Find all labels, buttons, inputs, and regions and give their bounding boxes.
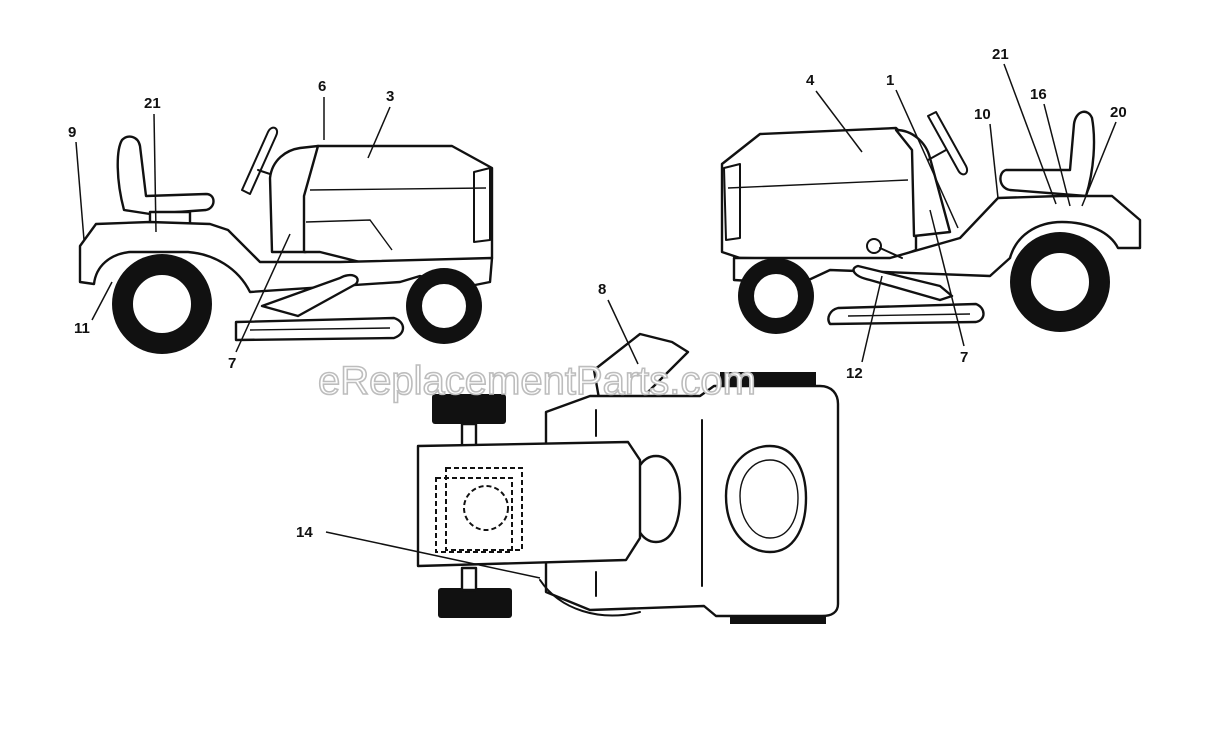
callout-14: 14 xyxy=(296,524,313,541)
front-wheel-top-a xyxy=(432,394,506,424)
callout-6: 6 xyxy=(318,78,326,95)
callout-4: 4 xyxy=(806,72,815,89)
hood-left xyxy=(302,144,494,264)
callout-16: 16 xyxy=(1030,86,1047,103)
callouts-right: 4 1 21 16 10 20 12 7 xyxy=(806,46,1127,382)
axle-top-a xyxy=(460,422,478,448)
steering-wheel-left xyxy=(241,126,278,195)
rear-wheel-top-a xyxy=(720,372,816,386)
engine-outline xyxy=(445,467,523,551)
console-right xyxy=(894,128,952,238)
callout-7-right: 7 xyxy=(960,349,968,366)
body-fender-right xyxy=(732,194,1142,286)
footrest-right xyxy=(852,264,954,302)
body-fender-left xyxy=(78,220,494,294)
tractor-top-view xyxy=(416,332,840,624)
steering-wheel-right xyxy=(927,111,968,176)
callout-9: 9 xyxy=(68,124,76,141)
callouts-left: 9 21 6 3 11 7 xyxy=(68,78,394,372)
hood-top xyxy=(416,440,642,568)
steering-top xyxy=(630,454,682,544)
axle-top-b xyxy=(460,566,478,592)
footrest-left xyxy=(260,273,359,318)
callout-12: 12 xyxy=(846,365,863,382)
front-wheel-top-b xyxy=(438,588,512,618)
callout-1: 1 xyxy=(886,72,894,89)
callout-10: 10 xyxy=(974,106,991,123)
callout-8: 8 xyxy=(598,281,606,298)
seat-top xyxy=(724,444,808,554)
callout-21-right: 21 xyxy=(992,46,1009,63)
seat-left xyxy=(116,135,215,216)
callout-3: 3 xyxy=(386,88,394,105)
seat-right xyxy=(999,110,1096,198)
callout-20: 20 xyxy=(1110,104,1127,121)
hood-right xyxy=(720,126,918,262)
watermark-text: eReplacementParts.com xyxy=(318,359,756,403)
tractor-right-side-view xyxy=(720,110,1142,334)
tractor-left-side-view xyxy=(78,126,494,354)
callout-7-left: 7 xyxy=(228,355,236,372)
mower-deck-right xyxy=(827,302,985,326)
callout-11: 11 xyxy=(74,320,90,337)
callouts-top: 8 14 xyxy=(296,281,639,579)
callout-21-left: 21 xyxy=(144,95,161,112)
